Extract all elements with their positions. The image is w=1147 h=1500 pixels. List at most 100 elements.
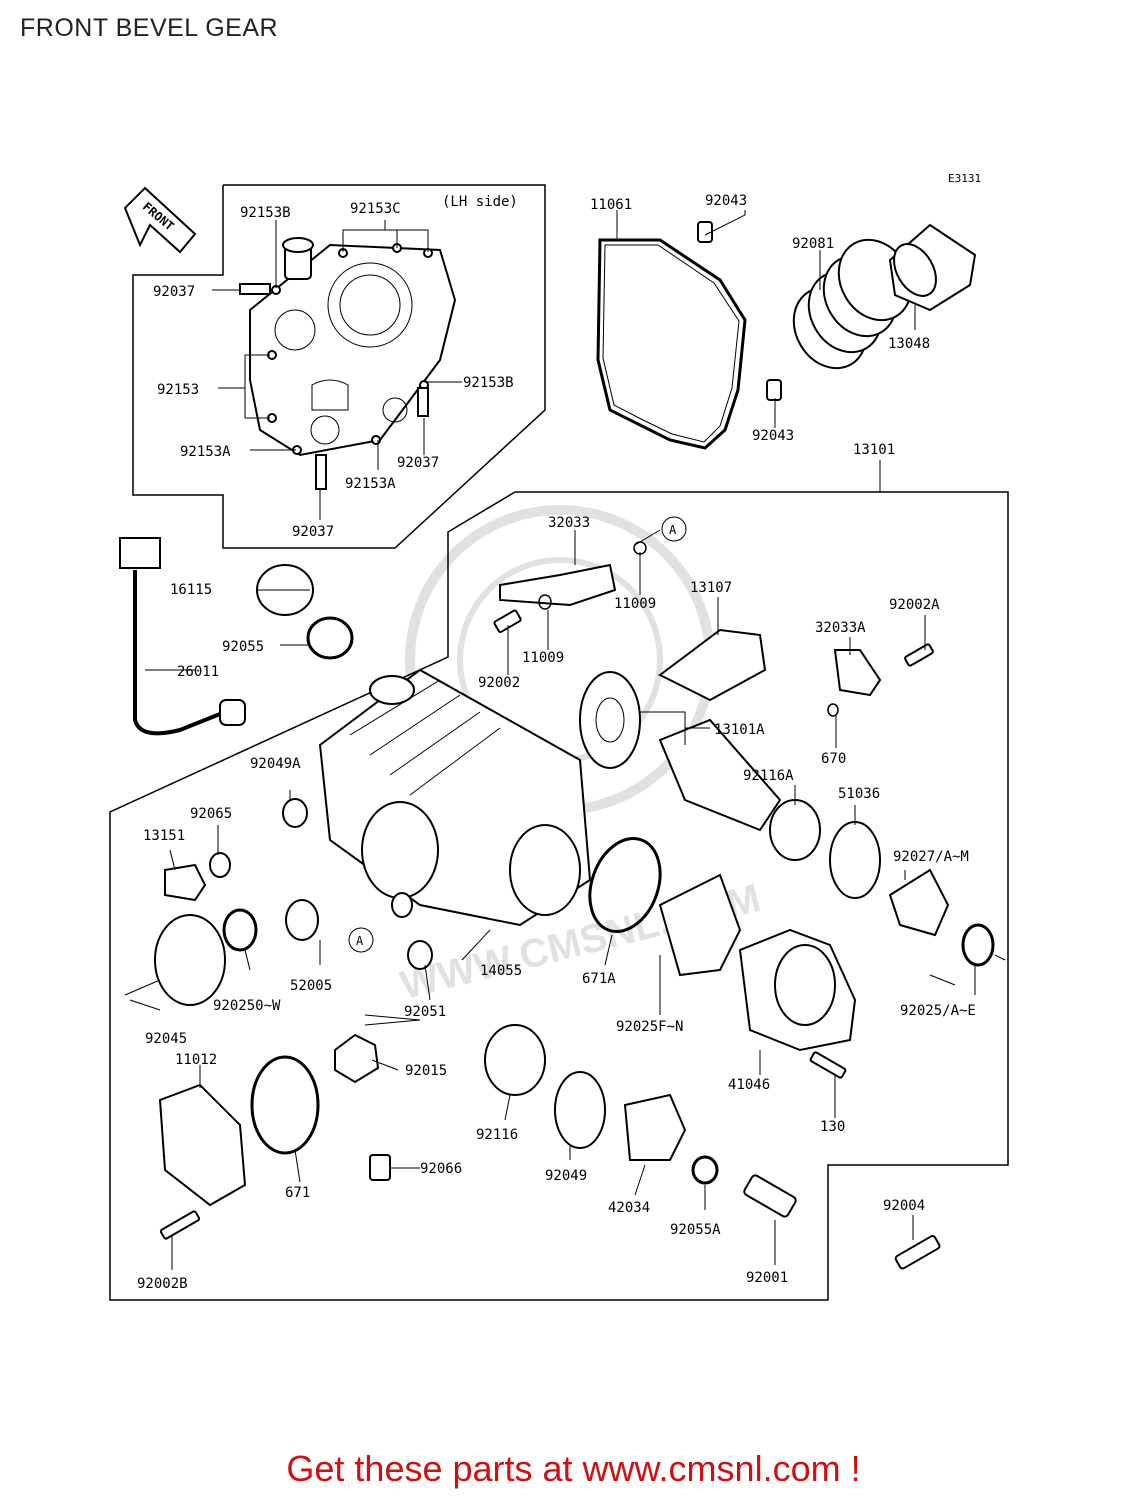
callout-92055: 92055 (222, 639, 264, 655)
callout-671A: 671A (582, 971, 616, 987)
bearing-part (554, 1071, 606, 1149)
bolt-92002B (159, 1210, 201, 1240)
callout-41046: 41046 (728, 1077, 770, 1093)
bevel-gear-13101A (579, 671, 782, 832)
callout-11061: 11061 (590, 197, 632, 213)
reference-marker (348, 927, 374, 953)
callout-92001: 92001 (746, 1270, 788, 1286)
gear-case-housing (318, 668, 592, 927)
leader-lines (124, 210, 1006, 1270)
bolt-92001 (743, 1174, 797, 1218)
callout-92037-a: 92037 (153, 284, 195, 300)
footer-link[interactable]: www.cmsnl.com (582, 1448, 841, 1489)
callout-92043-bottom: 92043 (752, 428, 794, 444)
callout-92004: 92004 (883, 1198, 925, 1214)
callout-A-top: A (669, 523, 677, 537)
washer-part (209, 852, 231, 878)
seal-part (285, 899, 319, 941)
callout-labels: 92153B 92153C 92037 92153 92153B 92153A … (137, 193, 976, 1292)
bearing-part (484, 1024, 546, 1096)
callout-52005: 52005 (290, 978, 332, 994)
callout-A-mid: A (356, 934, 364, 948)
bearing-part (154, 914, 226, 1006)
o-ring-part (250, 1055, 320, 1155)
nut-part (334, 1033, 380, 1084)
bearing-part (829, 821, 881, 899)
gasket-part (596, 238, 747, 450)
page-title: FRONT BEVEL GEAR (20, 14, 279, 42)
callout-92153B-right: 92153B (463, 375, 514, 391)
o-ring-part (691, 1155, 719, 1185)
cover-671A (658, 873, 742, 977)
callout-92153A-left: 92153A (180, 444, 231, 460)
callout-92049: 92049 (545, 1168, 587, 1184)
footer-banner: Get these parts at www.cmsnl.com ! (0, 1448, 1147, 1490)
callout-92081: 92081 (792, 236, 834, 252)
bolt-130 (809, 1051, 847, 1079)
callout-26011: 26011 (177, 664, 219, 680)
callout-13151: 13151 (143, 828, 185, 844)
lh-side-frame (132, 184, 546, 549)
shim-part (222, 908, 258, 952)
callout-51036: 51036 (838, 786, 880, 802)
bearing-part (769, 799, 821, 861)
callout-11009-b: 11009 (522, 650, 564, 666)
washer-part (391, 892, 413, 918)
o-ring-part (306, 616, 354, 660)
washer-part (407, 940, 433, 970)
o-ring-part (588, 837, 662, 933)
callout-670: 670 (821, 751, 846, 767)
callout-11012: 11012 (175, 1052, 217, 1068)
callout-92049A: 92049A (250, 756, 301, 772)
callout-32033: 32033 (548, 515, 590, 531)
callout-130: 130 (820, 1119, 845, 1135)
bolt-92002 (493, 609, 522, 633)
callout-92043-top: 92043 (705, 193, 747, 209)
bolt-92002A (904, 643, 934, 667)
callout-13048: 13048 (888, 336, 930, 352)
callout-92027: 92027/A~M (893, 849, 969, 865)
callout-92055A: 92055A (670, 1222, 721, 1238)
main-assembly-frame (109, 491, 1009, 1301)
callout-92025AE: 92025/A~E (900, 1003, 976, 1019)
callout-92002A: 92002A (889, 597, 940, 613)
callout-92002B: 92002B (137, 1276, 188, 1292)
wire-harness (119, 537, 246, 736)
callout-92153: 92153 (157, 382, 199, 398)
gear-42034 (623, 1093, 687, 1161)
callout-92025FN: 92025F~N (616, 1019, 683, 1035)
bracket-32033A (833, 649, 882, 697)
callout-13101A: 13101A (714, 722, 765, 738)
seal-92049A (282, 798, 308, 828)
front-cover-part (239, 237, 457, 490)
washer-part (538, 594, 552, 610)
callout-92153C: 92153C (350, 201, 401, 217)
callout-32033A: 32033A (815, 620, 866, 636)
callout-92002: 92002 (478, 675, 520, 691)
callout-92066: 92066 (420, 1161, 462, 1177)
callout-13107: 13107 (690, 580, 732, 596)
callout-92045: 92045 (145, 1031, 187, 1047)
collar-part (888, 868, 950, 937)
callout-92153B-top: 92153B (240, 205, 291, 221)
switch-13151 (164, 863, 207, 902)
callout-92065: 92065 (190, 806, 232, 822)
footer-prefix: Get these parts at (286, 1448, 583, 1489)
callout-14055: 14055 (480, 963, 522, 979)
callout-11009-a: 11009 (614, 596, 656, 612)
pinion-13107 (658, 628, 767, 702)
front-arrow-icon: FRONT (123, 186, 197, 254)
exploded-parts-diagram: WWW.CMSNL.COM FRONT (LH side) (109, 184, 1009, 1301)
bracket-32033 (499, 563, 617, 607)
dowel-part (766, 379, 782, 401)
callout-92015: 92015 (405, 1063, 447, 1079)
footer-suffix: ! (840, 1448, 861, 1489)
callout-92051: 92051 (404, 1004, 446, 1020)
callout-16115: 16115 (170, 582, 212, 598)
callout-42034: 42034 (608, 1200, 650, 1216)
callout-92153A-bottom: 92153A (345, 476, 396, 492)
side-note: (LH side) (442, 194, 518, 210)
callout-13101: 13101 (853, 442, 895, 458)
reference-marker (661, 516, 687, 542)
bearing-cover-11012 (158, 1083, 247, 1207)
